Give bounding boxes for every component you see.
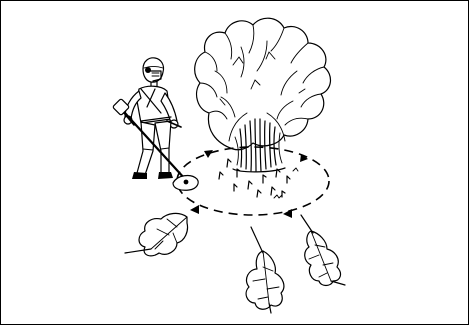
stubble-icon <box>219 159 298 198</box>
shrub-icon <box>195 18 331 172</box>
cut-leaf-icon <box>125 213 345 313</box>
dashed-circular-path <box>177 147 329 215</box>
person-with-trimmer-icon <box>113 58 199 190</box>
